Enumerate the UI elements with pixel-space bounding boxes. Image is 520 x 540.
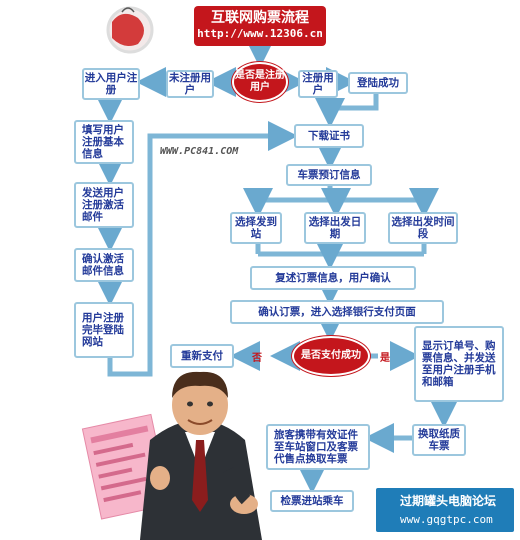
choose-date-box: 选择出发日期 [304, 212, 366, 244]
login-success-box: 登陆成功 [348, 72, 408, 94]
decision-pay: 是否支付成功 [292, 336, 370, 376]
page-title: 互联网购票流程 [211, 10, 309, 26]
watermark-url: WWW.PC841.COM [160, 146, 239, 157]
ticket-booking-box: 车票预订信息 [286, 164, 372, 186]
confirm-mail-box: 确认激活邮件信息 [74, 248, 134, 282]
board-box: 检票进站乘车 [270, 490, 354, 512]
repay-box: 重新支付 [170, 344, 234, 368]
businessman-illustration [81, 371, 262, 540]
forum-badge[interactable]: 过期罐头电脑论坛 www.gqgtpc.com [376, 488, 514, 532]
yes-label: 是 [380, 353, 390, 364]
choose-time-box: 选择出发时间段 [388, 212, 458, 244]
registered-box: 注册用户 [298, 70, 338, 98]
mouse-icon [106, 6, 154, 54]
choose-station-box: 选择发到站 [230, 212, 282, 244]
badge-name: 过期罐头电脑论坛 [400, 494, 497, 508]
send-mail-box: 发送用户注册激活邮件 [74, 182, 134, 228]
no-label: 否 [252, 353, 262, 364]
show-order-box: 显示订单号、购票信息、并发送至用户注册手机和邮箱 [414, 326, 504, 402]
decision-registered: 是否是注册用户 [232, 62, 288, 102]
download-cert-box: 下载证书 [294, 124, 364, 148]
confirm-order-box: 确认订票，进入选择银行支付页面 [230, 300, 444, 324]
title-box: 互联网购票流程 http://www.12306.cn [194, 6, 326, 46]
register-done-box: 用户注册完毕登陆网站 [74, 302, 134, 358]
title-url[interactable]: http://www.12306.cn [197, 27, 323, 40]
exchange-paper-box: 换取纸质车票 [412, 424, 466, 456]
unregistered-box: 未注册用户 [166, 70, 214, 98]
badge-url[interactable]: www.gqgtpc.com [400, 513, 493, 526]
fill-info-box: 填写用户注册基本信息 [74, 120, 134, 164]
enter-register-box: 进入用户注册 [82, 68, 140, 100]
passenger-exchange-box: 旅客携带有效证件至车站窗口及客票代售点换取车票 [266, 424, 370, 470]
review-info-box: 复述订票信息，用户确认 [250, 266, 416, 290]
